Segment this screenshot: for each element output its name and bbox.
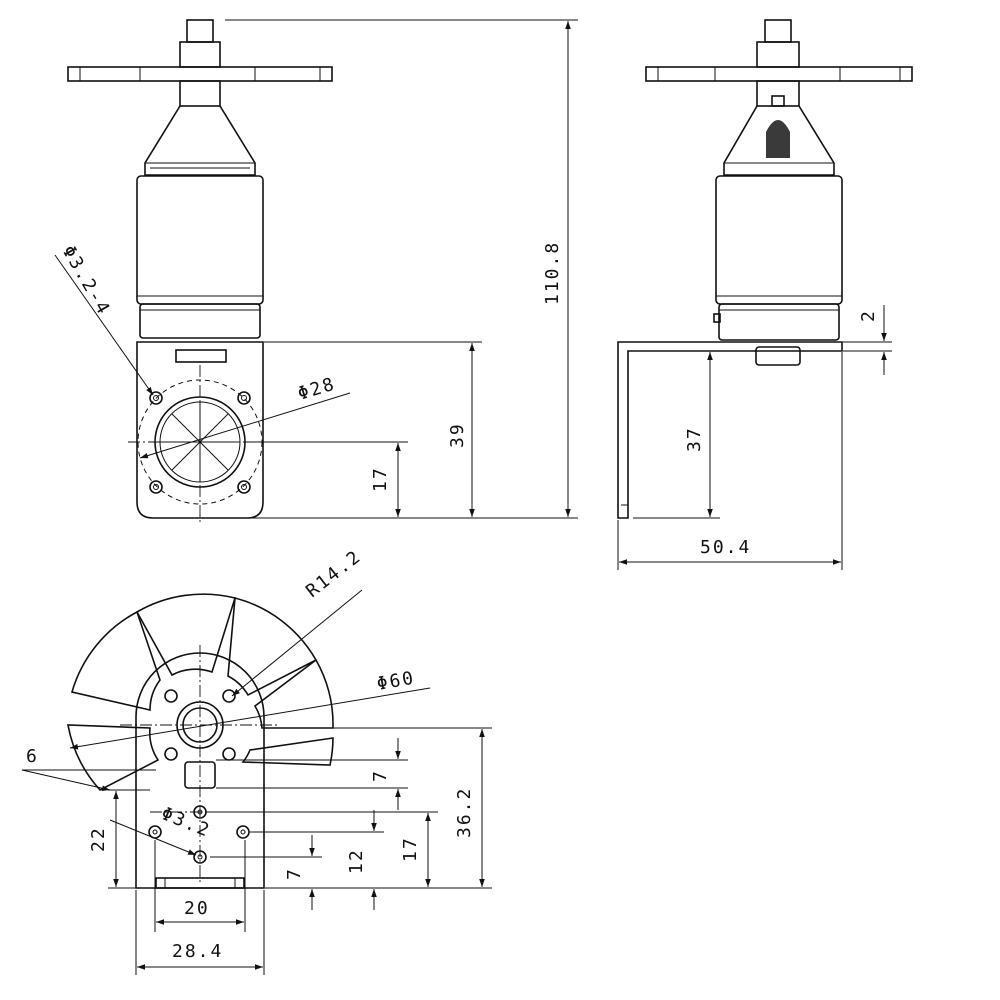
front-dim-39: 39 (447, 422, 468, 448)
front-dim-17: 17 (370, 466, 391, 492)
side-l-bracket (617, 341, 843, 519)
bottom-fan-blades (67, 593, 334, 791)
side-slot (766, 120, 790, 158)
front-impeller (67, 66, 333, 82)
bottom-dim-17: 17 (400, 836, 421, 862)
front-gearbox (144, 105, 256, 176)
bottom-dim-6: 6 (26, 746, 39, 767)
bottom-dim-20: 20 (184, 898, 210, 919)
side-motor-body (713, 175, 843, 366)
front-shaft (179, 19, 221, 107)
bottom-dim-7-top: 7 (370, 769, 391, 782)
bottom-dim-12: 12 (346, 848, 367, 874)
front-motor-body (136, 175, 264, 363)
bottom-dim-22: 22 (88, 826, 109, 852)
side-dim-2: 2 (858, 309, 879, 322)
side-view: 2 37 50.4 (617, 19, 913, 570)
front-bracket (128, 341, 272, 525)
side-dim-50-4: 50.4 (700, 537, 751, 558)
bottom-bracket (120, 645, 280, 889)
bottom-view: R14.2 Φ60 6 7 22 Φ3.2 7 12 (21, 546, 492, 975)
bottom-dim-36-2: 36.2 (454, 787, 475, 838)
front-dim-total-height: 110.8 (542, 241, 563, 305)
side-impeller (645, 66, 913, 82)
bottom-radius-label: R14.2 (302, 546, 366, 602)
side-dim-37: 37 (684, 426, 705, 452)
bottom-dim-7-bottom: 7 (284, 867, 305, 880)
side-gearbox (723, 105, 835, 176)
bottom-dim-28-4: 28.4 (172, 941, 223, 962)
side-shaft (756, 19, 800, 107)
front-hole-label: Φ3.2-4 (58, 242, 115, 319)
front-circle-diameter-label: Φ28 (295, 373, 338, 404)
front-mounting-holes (149, 391, 251, 494)
front-view: Φ3.2-4 Φ28 17 39 110.8 (54, 19, 578, 525)
